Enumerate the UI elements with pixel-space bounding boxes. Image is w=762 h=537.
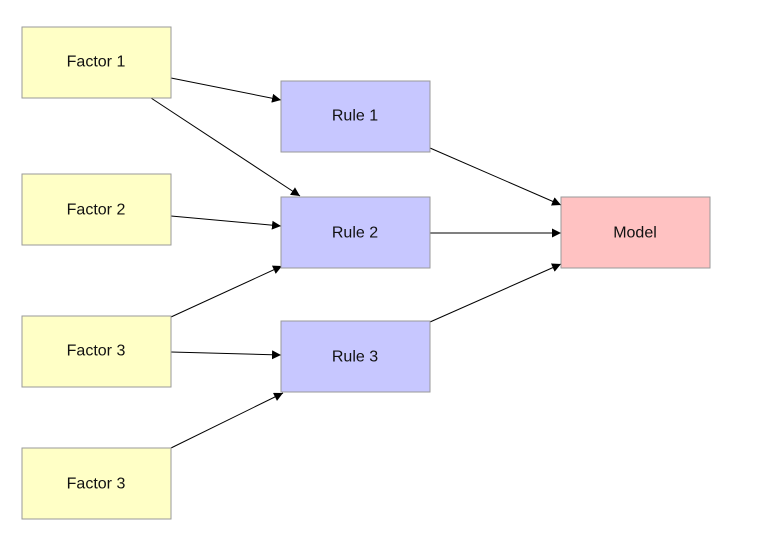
node-rule-2: Rule 2 bbox=[280, 196, 431, 269]
node-factor-3b-box bbox=[21, 447, 172, 520]
edge-factor-3b-to-rule-3 bbox=[170, 392, 284, 449]
node-rule-1-label: Rule 1 bbox=[332, 108, 378, 125]
node-factor-1-label: Factor 1 bbox=[67, 54, 126, 71]
node-rule-2-label: Rule 2 bbox=[332, 225, 378, 242]
node-factor-1-box bbox=[21, 26, 172, 99]
node-rule-3-label: Rule 3 bbox=[332, 349, 378, 366]
edge-factor-3a-to-rule-2 bbox=[170, 265, 283, 318]
node-factor-2-box bbox=[21, 173, 172, 246]
node-model: Model bbox=[560, 196, 711, 269]
edge-rule-1-to-model bbox=[429, 147, 562, 206]
edge-factor-3a-to-rule-3 bbox=[170, 350, 282, 360]
node-factor-3b-label: Factor 3 bbox=[67, 476, 126, 493]
node-factor-2: Factor 2 bbox=[21, 173, 172, 246]
node-factor-2-label: Factor 2 bbox=[67, 202, 126, 219]
node-factor-3a: Factor 3 bbox=[21, 315, 172, 388]
edge-factor-2-to-rule-2 bbox=[170, 215, 282, 230]
node-rule-1: Rule 1 bbox=[280, 80, 431, 153]
node-model-box bbox=[560, 196, 711, 269]
node-factor-3b: Factor 3 bbox=[21, 447, 172, 520]
edge-factor-1-to-rule-1 bbox=[170, 77, 282, 103]
node-factor-1: Factor 1 bbox=[21, 26, 172, 99]
node-rule-3-box bbox=[280, 320, 431, 393]
node-factor-3a-box bbox=[21, 315, 172, 388]
node-model-label: Model bbox=[613, 225, 657, 242]
node-rule-2-box bbox=[280, 196, 431, 269]
node-rule-3: Rule 3 bbox=[280, 320, 431, 393]
edges bbox=[150, 77, 562, 449]
edge-factor-1-to-rule-2 bbox=[150, 97, 301, 197]
node-factor-3a-label: Factor 3 bbox=[67, 343, 126, 360]
edge-rule-3-to-model bbox=[429, 263, 562, 323]
node-rule-1-box bbox=[280, 80, 431, 153]
